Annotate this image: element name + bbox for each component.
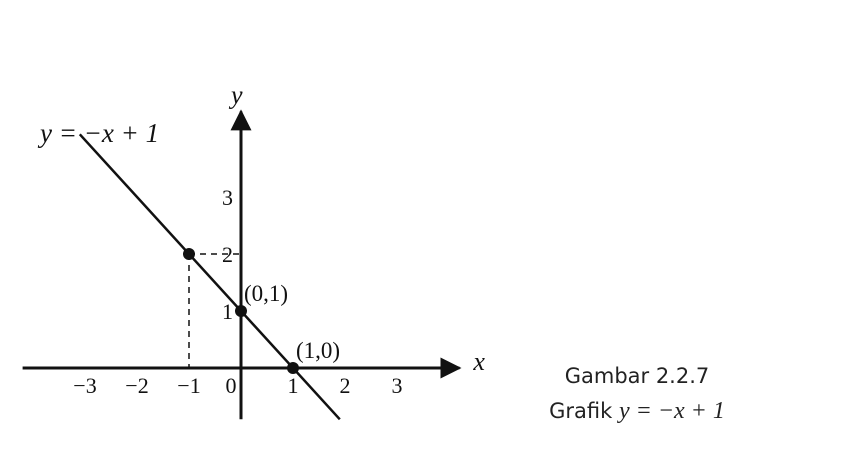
series-lines xyxy=(78,133,341,421)
equation-label: y = −x + 1 xyxy=(37,118,159,148)
x-tick-label: 0 xyxy=(226,373,237,398)
y-axis-label: y xyxy=(228,81,243,110)
data-point xyxy=(183,248,195,260)
point-label: (1,0) xyxy=(296,338,340,363)
tick-labels: −3 −2 −1 0 1 2 3 1 2 3 xyxy=(73,185,402,398)
guide-lines xyxy=(188,253,241,368)
x-tick-label: 3 xyxy=(392,373,403,398)
y-tick-label: 2 xyxy=(222,242,233,267)
y-tick-label: 1 xyxy=(222,299,233,324)
x-tick-label: −1 xyxy=(177,373,200,398)
figure-caption: Gambar 2.2.7 Grafik y = −x + 1 xyxy=(512,360,762,430)
x-tick-label: −2 xyxy=(125,373,148,398)
series-line xyxy=(78,133,341,421)
y-tick-label: 3 xyxy=(222,185,233,210)
data-point xyxy=(235,305,247,317)
x-axis-label: x xyxy=(472,347,485,376)
x-tick-label: 1 xyxy=(288,373,299,398)
caption-line: Grafik y = −x + 1 xyxy=(512,393,762,430)
caption-equation: y = −x + 1 xyxy=(618,397,725,424)
data-point xyxy=(287,362,299,374)
axes: x y xyxy=(22,81,485,420)
caption-prefix: Grafik xyxy=(549,398,613,423)
x-tick-label: 2 xyxy=(340,373,351,398)
point-label: (0,1) xyxy=(244,281,288,306)
data-points: (0,1) (1,0) xyxy=(183,248,340,374)
x-tick-label: −3 xyxy=(73,373,96,398)
caption-title: Gambar 2.2.7 xyxy=(564,364,710,388)
